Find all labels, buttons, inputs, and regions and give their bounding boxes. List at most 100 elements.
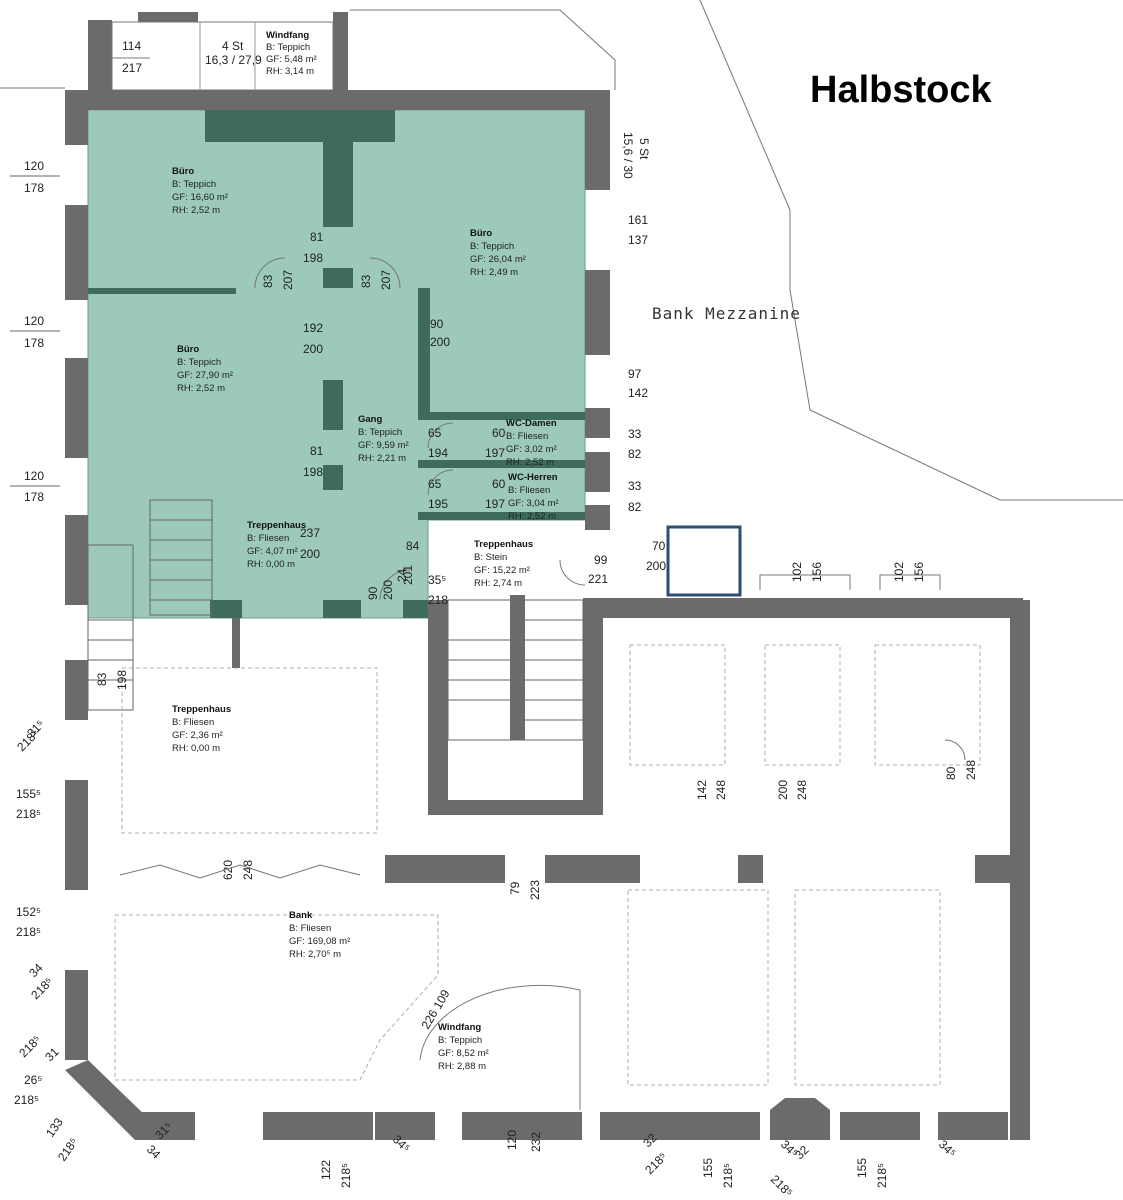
dim-label: 102 (790, 562, 804, 582)
dim-label: 218⁵ (768, 1172, 796, 1200)
room-floor: B: Stein (474, 552, 507, 563)
dim-label: 198 (303, 251, 323, 265)
room-wc-damen: WC-Damen B: Fliesen GF: 3,02 m² RH: 2,52… (506, 418, 557, 468)
room-windfang-bottom: Windfang B: Teppich GF: 8,52 m² RH: 2,88… (438, 1022, 489, 1072)
dim-label: 248 (241, 860, 255, 880)
dim-label: 83 (95, 672, 109, 686)
dim-label: 24 (395, 568, 409, 582)
room-name: Bank (289, 910, 313, 921)
dim-label: 218⁵ (16, 807, 41, 821)
dim-label: 200 (776, 780, 790, 800)
dim-label: 178 (24, 336, 44, 350)
room-height: RH: 2,52 m (506, 457, 554, 468)
room-treppenhaus-3: Treppenhaus B: Fliesen GF: 2,36 m² RH: 0… (172, 704, 231, 754)
dim-label: 81 (310, 444, 324, 458)
room-treppenhaus-2: Treppenhaus B: Stein GF: 15,22 m² RH: 2,… (474, 539, 533, 589)
dim-label: 217 (122, 61, 142, 75)
top-vestibule (88, 12, 348, 91)
dim-label: 232 (529, 1132, 543, 1152)
dim-label: 207 (379, 270, 393, 290)
dim-label: 65 (428, 477, 442, 491)
dim-label: 200 (646, 559, 666, 573)
dim-label: 120 (24, 159, 44, 173)
dim-label: 65 (428, 426, 442, 440)
room-area: GF: 9,59 m² (358, 440, 409, 451)
dim-label: 248 (714, 780, 728, 800)
dim-label: 97 (628, 367, 642, 381)
room-name: Treppenhaus (172, 704, 231, 715)
dim-label: 70 (652, 539, 666, 553)
room-area: GF: 2,36 m² (172, 730, 223, 741)
room-floor: B: Teppich (177, 357, 221, 368)
room-floor: B: Teppich (470, 241, 514, 252)
room-floor: B: Fliesen (508, 485, 550, 496)
room-name: Treppenhaus (474, 539, 533, 550)
dim-label: 200 (300, 547, 320, 561)
dim-label: 218⁵ (339, 1163, 353, 1188)
room-treppenhaus-1: Treppenhaus B: Fliesen GF: 4,07 m² RH: 0… (247, 520, 306, 570)
dim-label: 82 (628, 500, 642, 514)
dim-label: 195 (428, 497, 448, 511)
site-lines (0, 0, 1123, 590)
dim-label: 122 (319, 1160, 333, 1180)
dim-label: 33 (628, 427, 642, 441)
dim-label: 80 (944, 766, 958, 780)
dim-label: 142 (628, 386, 648, 400)
dim-label: 192 (303, 321, 323, 335)
dim-label: 218⁵ (642, 1150, 670, 1178)
room-wc-herren: WC-Herren B: Fliesen GF: 3,04 m² RH: 2,5… (508, 472, 559, 522)
plan-title: Halbstock (810, 69, 992, 111)
room-floor: B: Teppich (266, 42, 310, 53)
dim-label: 102 (892, 562, 906, 582)
dim-label: 237 (300, 526, 320, 540)
room-area: GF: 15,22 m² (474, 565, 530, 576)
room-area: GF: 169,08 m² (289, 936, 350, 947)
room-height: RH: 3,14 m (266, 66, 314, 77)
stairs-left (87, 499, 213, 711)
room-height: RH: 2,88 m (438, 1061, 486, 1072)
room-name: Büro (172, 166, 194, 177)
dim-label: 218⁵ (14, 1093, 39, 1107)
dim-label: 60 (492, 477, 506, 491)
dim-label: 198 (115, 670, 129, 690)
room-name: WC-Herren (508, 472, 558, 483)
room-area: GF: 3,04 m² (508, 498, 559, 509)
room-name: Büro (177, 344, 199, 355)
door-swings (254, 257, 966, 761)
dim-label: 60 (492, 426, 506, 440)
dim-label: 178 (24, 490, 44, 504)
room-name: WC-Damen (506, 418, 557, 429)
lower-walls (65, 595, 1030, 1140)
dim-label: 155⁵ (16, 787, 41, 801)
dim-label: 248 (964, 760, 978, 780)
dim-label: 221 (588, 572, 608, 586)
dim-label: 114 (122, 39, 141, 53)
room-height: RH: 2,52 m (508, 511, 556, 522)
room-height: RH: 0,00 m (247, 559, 295, 570)
room-height: RH: 2,21 m (358, 453, 406, 464)
room-height: RH: 2,52 m (172, 205, 220, 216)
room-area: GF: 27,90 m² (177, 370, 233, 381)
room-floor: B: Fliesen (289, 923, 331, 934)
room-area: GF: 4,07 m² (247, 546, 298, 557)
room-height: RH: 2,70⁵ m (289, 949, 341, 960)
room-name: Büro (470, 228, 492, 239)
ceiling-outlines (114, 525, 981, 1110)
dim-label: 218 (428, 593, 448, 607)
room-floor: B: Teppich (438, 1035, 482, 1046)
dim-label: 34⁵ (936, 1137, 959, 1160)
room-area: GF: 3,02 m² (506, 444, 557, 455)
dim-label: 83 (359, 274, 373, 288)
room-floor: B: Fliesen (506, 431, 548, 442)
dim-label: 223 (528, 880, 542, 900)
room-name: Treppenhaus (247, 520, 306, 531)
room-name: Gang (358, 414, 382, 425)
room-area: GF: 8,52 m² (438, 1048, 489, 1059)
dim-label: 35⁵ (428, 573, 446, 587)
dim-label: 620 (221, 860, 235, 880)
dim-label: 200 (381, 580, 395, 600)
dim-label: 200 (430, 335, 450, 349)
dim-label: 90 (430, 317, 444, 331)
dim-label: 207 (281, 270, 295, 290)
